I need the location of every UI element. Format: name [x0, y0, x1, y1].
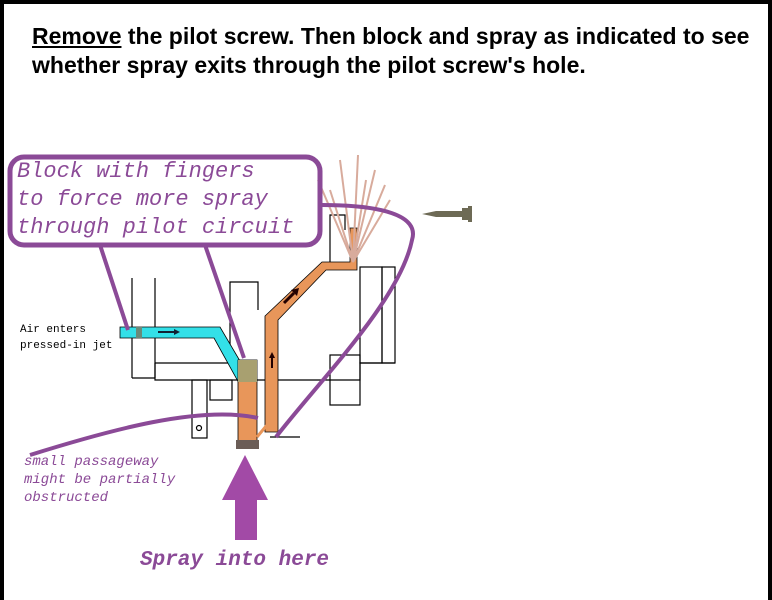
passage-label-line: obstructed: [24, 490, 109, 506]
callout-line: to force more spray: [17, 187, 268, 212]
air-label-line: pressed-in jet: [20, 340, 113, 352]
spray-label: Spray into here: [140, 549, 330, 572]
flow-arrow-diagonal-icon: [282, 288, 299, 305]
spray-arrow-up-icon: [222, 455, 268, 540]
flow-arrow-right-icon: [158, 329, 180, 335]
callout-line: Block with fingers: [17, 159, 255, 184]
flow-arrow-up-icon: [269, 352, 275, 368]
passage-label-line: small passageway: [24, 454, 159, 470]
jet-base: [236, 440, 259, 449]
passage-label: small passageway might be partially obstru…: [24, 453, 175, 507]
title-emphasis: Remove: [32, 23, 122, 49]
title-text: the pilot screw. Then block and spray as…: [32, 23, 750, 78]
jet-top: [238, 360, 257, 382]
pressed-in-jet: [136, 327, 142, 338]
carburetor-body: [131, 214, 396, 439]
small-passageway: [255, 424, 269, 438]
air-label-line: Air enters: [20, 324, 87, 336]
air-label: Air enters pressed-in jet: [20, 322, 112, 354]
passage-label-line: might be partially: [24, 472, 176, 488]
callout-box: [7, 154, 323, 248]
callout-text: Block with fingers to force more spray thr…: [17, 158, 294, 242]
callout-line: through pilot circuit: [17, 215, 295, 240]
instruction-title: Remove the pilot screw. Then block and s…: [32, 22, 762, 80]
pilot-screw-icon: [422, 206, 472, 222]
pointer-lines: [29, 203, 415, 457]
pilot-circuit: [264, 227, 358, 433]
